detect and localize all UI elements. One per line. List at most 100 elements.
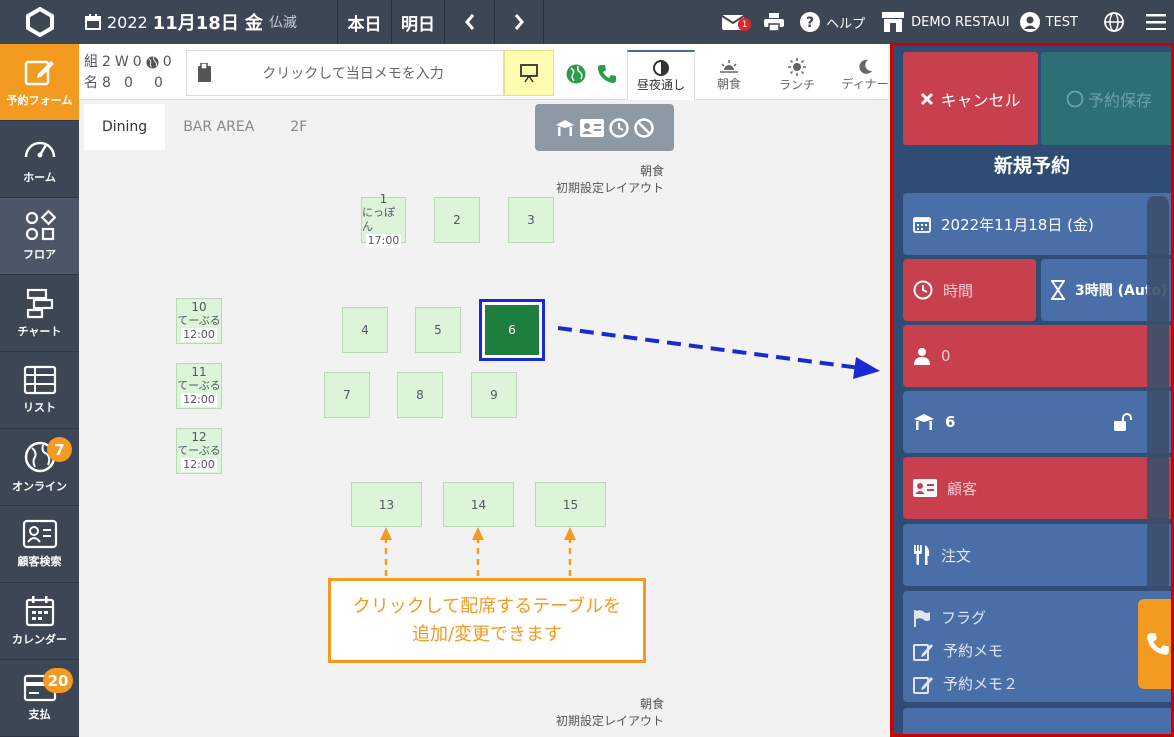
table-10[interactable]: 10 てーぶる 12:00 — [176, 298, 222, 344]
online-people: 0 — [154, 75, 163, 91]
user-menu[interactable]: TEST — [1019, 12, 1078, 32]
table-8[interactable]: 8 — [397, 372, 443, 418]
today-button[interactable]: 本日 — [337, 0, 391, 44]
date-weekday: 金 — [244, 13, 263, 34]
walkin-people: 0 — [124, 75, 133, 91]
table-11[interactable]: 11 てーぶる 12:00 — [176, 363, 222, 409]
customer-field[interactable]: 顧客 — [903, 457, 1171, 519]
time-label: 時間 — [943, 281, 974, 300]
tab-2f[interactable]: 2F — [290, 119, 308, 135]
hamburger-menu-button[interactable] — [1146, 14, 1166, 30]
sidebar-item-label: フロア — [23, 248, 56, 261]
save-reservation-button[interactable]: 予約保存 — [1041, 52, 1171, 145]
phone-reservation-button[interactable] — [1138, 599, 1171, 689]
printer-icon — [764, 13, 785, 31]
ban-icon[interactable] — [634, 117, 654, 138]
floor-tabs: Dining BAR AREA 2F — [84, 104, 325, 150]
groups-value: 2 — [102, 54, 111, 70]
table-9[interactable]: 9 — [471, 372, 517, 418]
orange-dashed-arrows — [384, 540, 572, 576]
table-number: 13 — [378, 497, 395, 512]
memo2-label: 予約メモ２ — [943, 675, 1019, 693]
unlock-icon[interactable] — [1113, 413, 1133, 431]
reservation-memo2-field[interactable]: 予約メモ２ — [913, 667, 1163, 700]
date-display[interactable]: 2022 11月18日 金 仏滅 — [79, 0, 337, 44]
table-field[interactable]: 6 — [903, 391, 1171, 453]
language-button[interactable] — [1104, 12, 1124, 32]
panel-scrollbar[interactable] — [1147, 196, 1169, 591]
tab-bar-area[interactable]: BAR AREA — [183, 119, 255, 135]
memo-label: 予約メモ — [943, 642, 1004, 660]
print-button[interactable] — [764, 13, 785, 31]
guest-count: 0 — [941, 347, 951, 365]
people-label: 名 — [84, 75, 98, 91]
table-5[interactable]: 5 — [415, 307, 461, 353]
sidebar-item-label: リスト — [23, 401, 56, 414]
daily-memo-input[interactable]: クリックして当日メモを入力 — [186, 50, 504, 96]
order-label: 注文 — [941, 546, 972, 565]
customer-card-icon — [913, 479, 937, 497]
reservation-date-field[interactable]: 2022年11月18日 (金) — [903, 193, 1171, 255]
table-number: 15 — [562, 497, 579, 512]
presentation-button[interactable] — [504, 50, 554, 96]
list-icon — [23, 365, 56, 395]
sidebar-item-floor[interactable]: フロア — [0, 198, 79, 275]
blue-dashed-arrow — [557, 326, 880, 379]
sidebar-item-payment[interactable]: 20 支払 — [0, 660, 79, 737]
reservation-memo-field[interactable]: 予約メモ — [913, 634, 1163, 667]
table-icon[interactable] — [555, 119, 575, 137]
floor-icon — [25, 210, 56, 241]
save-label: 予約保存 — [1087, 90, 1152, 110]
table-13[interactable]: 13 — [351, 482, 422, 527]
next-day-button[interactable] — [494, 0, 544, 44]
sidebar-item-calendar[interactable]: カレンダー — [0, 583, 79, 660]
sidebar-item-chart[interactable]: チャート — [0, 275, 79, 352]
tab-lunch[interactable]: ランチ — [763, 50, 831, 100]
table-guest-name: てーぶる — [177, 314, 221, 327]
prev-day-button[interactable] — [444, 0, 494, 44]
reservation-panel: キャンセル 予約保存 新規予約 2022年11月18日 (金) 時間 3時間 (… — [890, 43, 1174, 737]
table-14[interactable]: 14 — [443, 482, 514, 527]
tab-dinner[interactable]: ディナー — [831, 50, 899, 100]
table-3[interactable]: 3 — [508, 197, 554, 243]
online-filter-button[interactable] — [566, 64, 586, 88]
sidebar-item-home[interactable]: ホーム — [0, 121, 79, 198]
phone-filter-button[interactable] — [597, 64, 617, 88]
person-icon — [914, 348, 930, 365]
flag-label: フラグ — [941, 609, 987, 627]
seat-type-field-partial[interactable] — [903, 708, 1171, 734]
table-1[interactable]: 1 にっぽん 17:00 — [361, 192, 406, 248]
table-number: 1 — [379, 192, 388, 206]
table-2[interactable]: 2 — [434, 197, 480, 243]
calendar-icon — [913, 217, 931, 233]
customer-card-icon[interactable] — [580, 118, 604, 137]
cancel-button[interactable]: キャンセル — [903, 52, 1038, 145]
table-number: 12 — [191, 430, 207, 444]
table-15[interactable]: 15 — [535, 482, 606, 527]
tab-dining[interactable]: Dining — [84, 104, 166, 150]
guest-count-field[interactable]: 0 — [903, 325, 1171, 387]
app-logo[interactable] — [0, 0, 79, 44]
chevron-left-icon — [464, 14, 474, 30]
sidebar-item-customer-search[interactable]: 顧客検索 — [0, 506, 79, 583]
table-4[interactable]: 4 — [342, 307, 388, 353]
tab-breakfast[interactable]: 朝食 — [695, 50, 763, 100]
help-button[interactable]: ? ヘルプ — [800, 12, 865, 32]
tab-all-day[interactable]: 昼夜通し — [627, 50, 695, 100]
clock-icon[interactable] — [609, 117, 629, 138]
table-7[interactable]: 7 — [324, 372, 370, 418]
globe-icon — [146, 56, 159, 69]
online-value: 0 — [162, 54, 172, 70]
restaurant-selector[interactable]: DEMO RESTAUI — [881, 12, 1010, 32]
sidebar-item-list[interactable]: リスト — [0, 352, 79, 429]
order-field[interactable]: 注文 — [903, 524, 1171, 586]
sidebar-item-reservation-form[interactable]: 予約フォーム — [0, 44, 79, 121]
table-6-selected[interactable]: 6 — [479, 299, 545, 361]
sidebar-item-online[interactable]: 7 オンライン — [0, 429, 79, 506]
time-field[interactable]: 時間 — [903, 259, 1036, 321]
mail-button[interactable]: 1 — [722, 14, 752, 31]
tomorrow-button[interactable]: 明日 — [391, 0, 444, 44]
table-12[interactable]: 12 てーぶる 12:00 — [176, 428, 222, 474]
date-year: 2022 — [107, 12, 148, 32]
flag-field[interactable]: フラグ — [913, 601, 1163, 634]
